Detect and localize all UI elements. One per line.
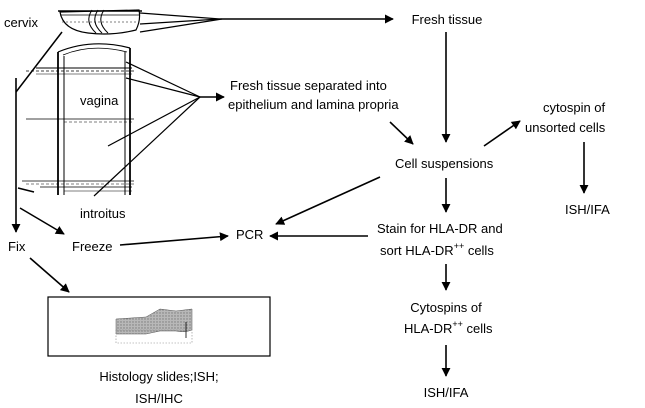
suspensions-to-pcr-arrow bbox=[275, 176, 381, 225]
fix-label: Fix bbox=[8, 239, 26, 254]
introitus-label: introitus bbox=[80, 206, 126, 221]
cytospins-label-line-1: Cytospins of bbox=[410, 300, 482, 315]
cervix-sample-line-b bbox=[139, 18, 221, 25]
vagina-sample-line-c bbox=[107, 96, 201, 147]
cervix-sample-line-a bbox=[139, 12, 221, 20]
trunk-to-freeze-arrow bbox=[19, 207, 65, 235]
stain-label-line-1: Stain for HLA-DR and bbox=[377, 221, 503, 236]
stain-label-line-2: sort HLA-DR++ cells bbox=[380, 241, 494, 258]
histology-label-line-1: Histology slides;ISH; bbox=[99, 369, 219, 384]
cytospin-unsorted-label-line-1: cytospin of bbox=[543, 100, 606, 115]
cervix-sample-line-c bbox=[139, 18, 223, 33]
separated-label-line-1: Fresh tissue separated into bbox=[230, 78, 387, 93]
separated-to-suspensions-arrow bbox=[389, 121, 414, 145]
vagina-sample-line-b bbox=[125, 77, 201, 98]
cervix-illustration bbox=[58, 9, 142, 35]
histology-label-line-2: ISH/IHC bbox=[135, 391, 183, 406]
separated-label-line-2: epithelium and lamina propria bbox=[228, 97, 399, 112]
fresh-tissue-label: Fresh tissue bbox=[411, 12, 483, 27]
cytospin-unsorted-label-line-2: unsorted cells bbox=[525, 120, 606, 135]
pcr-label: PCR bbox=[236, 227, 264, 242]
cervix-label: cervix bbox=[4, 15, 38, 30]
trunk-to-introitus-line bbox=[17, 187, 35, 193]
suspensions-to-cytospin-arrow bbox=[483, 120, 521, 147]
fix-to-slides-arrow bbox=[29, 257, 70, 293]
histology-slide-illustration bbox=[47, 296, 271, 357]
freeze-label: Freeze bbox=[72, 239, 113, 254]
vagina-label: vagina bbox=[80, 93, 119, 108]
ishifa-unsorted-label: ISH/IFA bbox=[565, 202, 610, 217]
vagina-sample-line-d bbox=[93, 96, 201, 197]
cell-suspensions-label: Cell suspensions bbox=[395, 156, 494, 171]
cytospins-label-line-2: HLA-DR++ cells bbox=[404, 319, 493, 336]
histology-label: Histology slides;ISH; ISH/IHC bbox=[99, 366, 218, 408]
vagina-sample-line-a bbox=[125, 61, 201, 98]
trunk-to-cervix-line bbox=[15, 31, 63, 93]
ishifa-sorted-label: ISH/IFA bbox=[423, 385, 469, 400]
vagina-illustration bbox=[22, 43, 134, 195]
freeze-to-pcr-arrow bbox=[119, 232, 229, 246]
